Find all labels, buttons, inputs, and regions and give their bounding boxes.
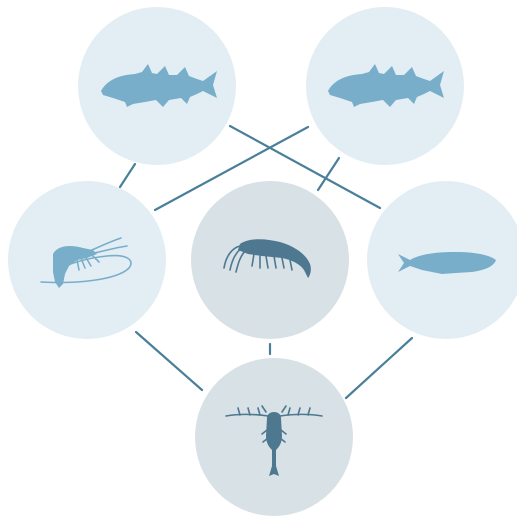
node-krill [191,181,349,339]
link-cod-left-shrimp [120,164,135,187]
link-herring-copepod [346,338,412,398]
link-shrimp-copepod [136,332,202,390]
link-cod-right-krill [318,158,339,190]
